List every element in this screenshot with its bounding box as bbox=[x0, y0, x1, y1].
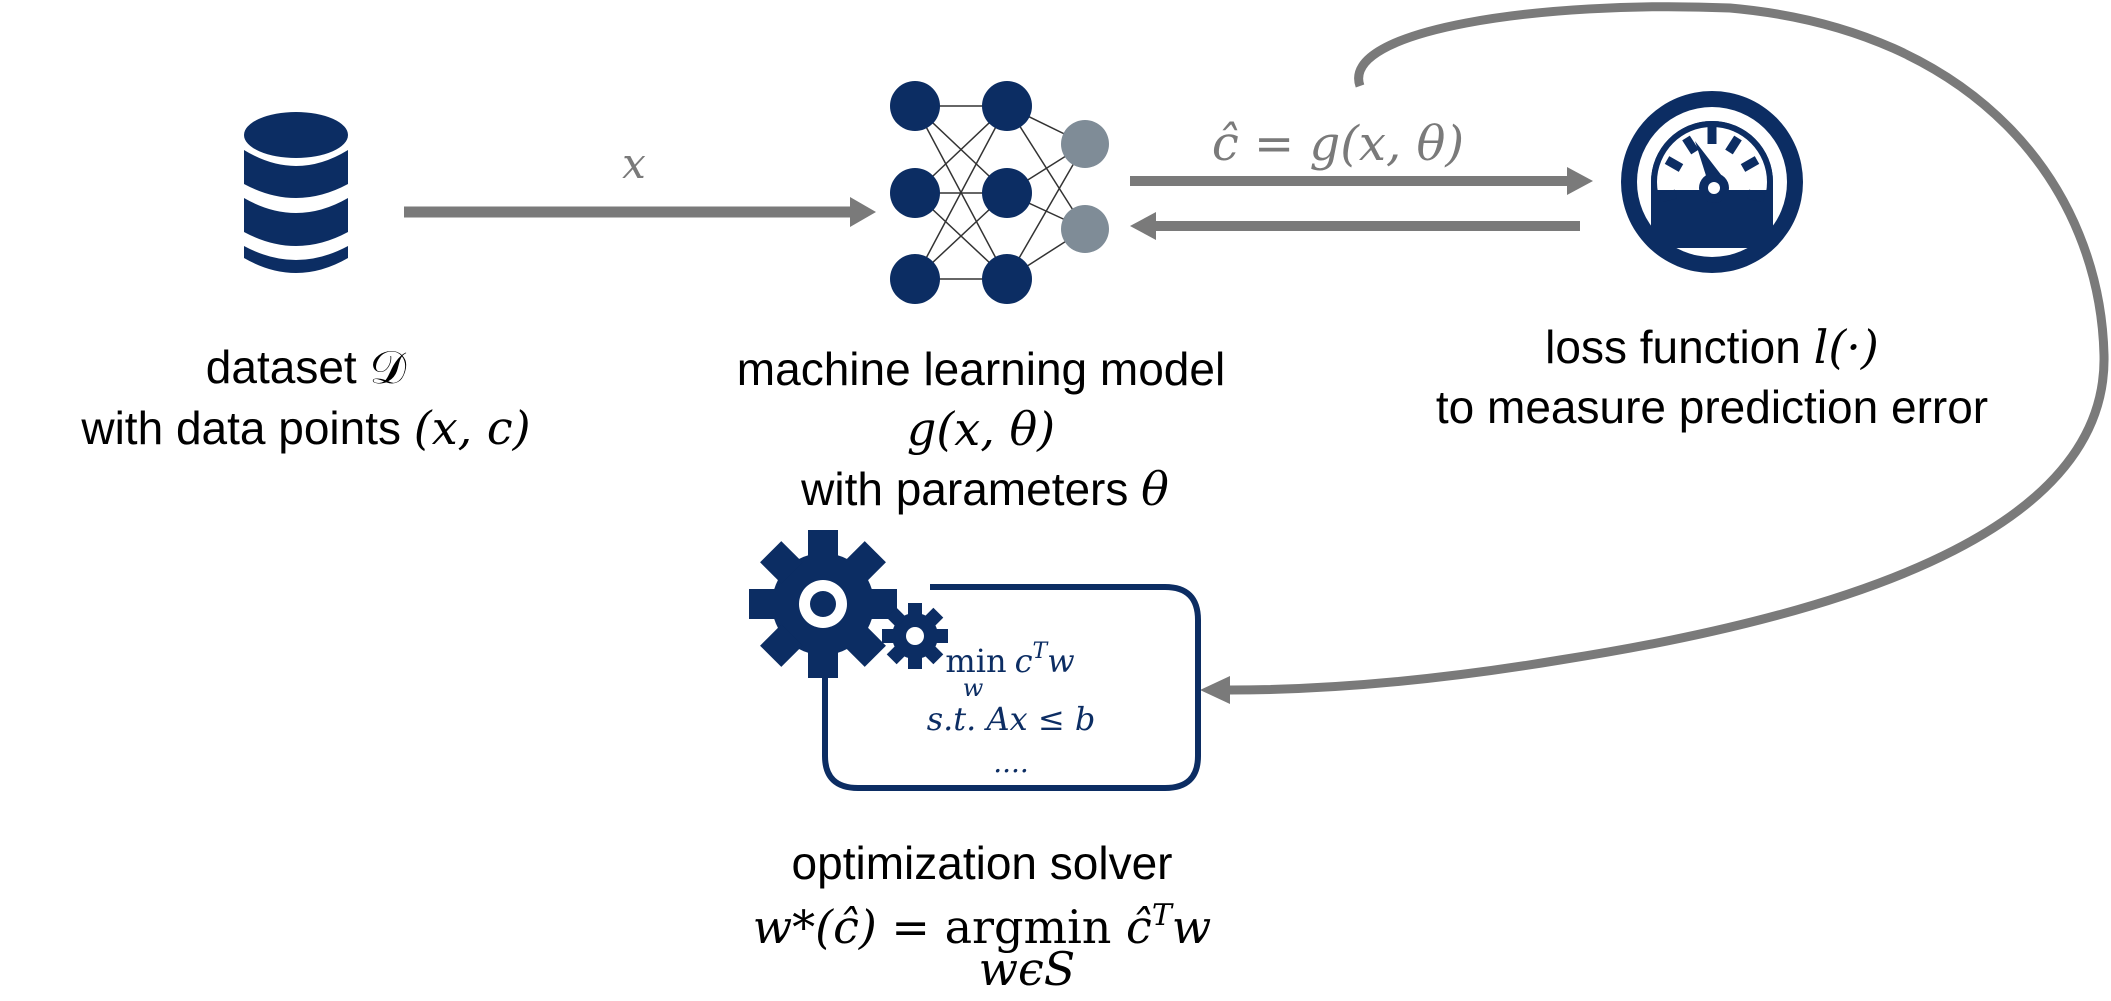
input-label: x bbox=[622, 139, 646, 188]
feedback-arrow bbox=[1130, 212, 1580, 240]
prediction-label: ĉ = g(x, θ) bbox=[1212, 116, 1464, 172]
solver-formula-sup: T bbox=[1152, 898, 1174, 933]
model-params-symbol: θ bbox=[1141, 462, 1169, 516]
loss-title-math: l(·) bbox=[1814, 320, 1879, 374]
small-gear-icon bbox=[882, 603, 948, 669]
model-function: g(x, θ) bbox=[907, 402, 1055, 456]
solver-obj-w: w bbox=[1047, 642, 1074, 680]
dataset-description-text: with data points bbox=[80, 402, 413, 454]
model-params: with parameters θ bbox=[800, 462, 1169, 516]
solver-formula-subscript: wϵS bbox=[979, 942, 1076, 996]
solver-box bbox=[822, 584, 1201, 791]
dataset-description-math: (x, c) bbox=[414, 401, 531, 455]
large-gear-icon bbox=[749, 530, 897, 678]
dataset-symbol: 𝒟 bbox=[369, 340, 406, 394]
dataset-description: with data points (x, c) bbox=[80, 401, 530, 455]
loss-title: loss function l(·) bbox=[1545, 320, 1879, 374]
solver-formula-lhs: w*(ĉ) = bbox=[753, 900, 945, 954]
solver-feedback-arrow bbox=[1200, 2, 2109, 704]
model-params-text: with parameters bbox=[800, 463, 1141, 515]
input-arrow bbox=[404, 197, 876, 227]
loss-title-text: loss function bbox=[1545, 321, 1813, 373]
neural-network-icon bbox=[890, 81, 1109, 304]
solver-title: optimization solver bbox=[792, 837, 1173, 889]
gears-icon bbox=[749, 530, 948, 678]
solver-formula: w*(ĉ) = argmin ĉTw bbox=[753, 898, 1211, 954]
prediction-arrow bbox=[1130, 167, 1593, 195]
loss-description: to measure prediction error bbox=[1436, 381, 1988, 433]
solver-obj-sup: T bbox=[1033, 639, 1050, 664]
speedometer-icon bbox=[1621, 91, 1803, 273]
dataset-title-text: dataset bbox=[206, 341, 370, 393]
solver-formula-op: argmin bbox=[945, 900, 1112, 954]
dataset-title: dataset 𝒟 bbox=[206, 340, 407, 394]
solver-formula-w: w bbox=[1172, 900, 1211, 954]
solver-formula-rhs: ĉ bbox=[1111, 900, 1151, 954]
solver-obj-c: c bbox=[1015, 642, 1033, 680]
database-icon bbox=[244, 112, 348, 273]
solver-constraint: s.t. Ax ≤ b bbox=[927, 700, 1096, 738]
solver-min: min bbox=[945, 642, 1006, 680]
solver-dots: .... bbox=[993, 746, 1029, 779]
solver-min-subscript: w bbox=[963, 674, 984, 702]
model-title: machine learning model bbox=[737, 343, 1225, 395]
